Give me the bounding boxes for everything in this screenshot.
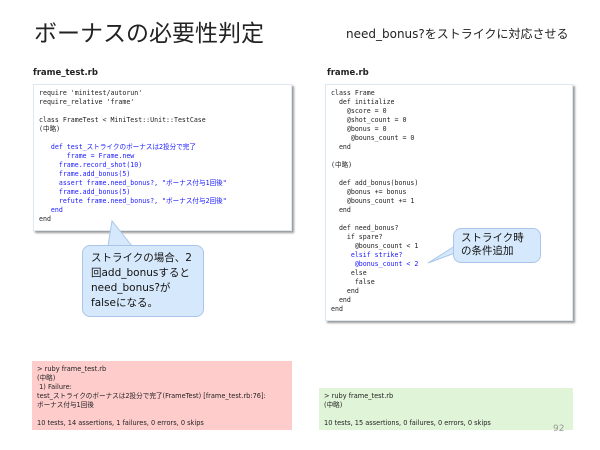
code-line: @bonus += bonus <box>331 188 407 196</box>
code-line: @score = 0 <box>331 107 387 115</box>
slide-title: ボーナスの必要性判定 <box>34 21 264 47</box>
failing-test-output: > ruby frame_test.rb(中略) 1) Failure:test… <box>32 361 292 430</box>
code-line: class FrameTest < MiniTest::Unit::TestCa… <box>39 116 206 124</box>
code-line: frame.record_shot(10) <box>39 161 143 169</box>
code-line: require 'minitest/autorun' <box>39 89 143 97</box>
code-line: end <box>331 143 351 151</box>
left-callout: ストライクの場合、2回add_bonusするとneed_bonus?がfalse… <box>82 245 204 317</box>
page-number: 92 <box>553 424 565 434</box>
code-line: false <box>331 278 375 286</box>
code-line: def test_ストライクのボーナスは2投分で完了 <box>39 143 196 151</box>
code-line: frame = Frame.new <box>39 152 135 160</box>
code-line: end <box>39 206 63 214</box>
code-line: def add_bonus(bonus) <box>331 179 419 187</box>
code-line: (中略) <box>39 125 61 133</box>
code-line: def need_bonus? <box>331 224 399 232</box>
code-line: @shot_count = 0 <box>331 116 407 124</box>
code-line: end <box>331 305 343 313</box>
left-filename: frame_test.rb <box>33 68 98 78</box>
code-line: else <box>331 269 367 277</box>
output-line: 10 tests, 15 assertions, 0 failures, 0 e… <box>324 419 491 427</box>
code-line: elsif strike? <box>331 251 403 259</box>
output-line: test_ストライクのボーナスは2投分で完了(FrameTest) [frame… <box>37 392 266 400</box>
code-line: end <box>331 287 359 295</box>
code-line: end <box>39 215 51 223</box>
code-line: end <box>331 296 351 304</box>
code-line: refute frame.need_bonus?, "ボーナス付与2回後" <box>39 197 227 205</box>
slide-subtitle: need_bonus?をストライクに対応させる <box>346 27 569 41</box>
frame-code-box: class Frame def initialize @score = 0 @s… <box>325 84 573 321</box>
code-line: if spare? <box>331 233 383 241</box>
output-line: 1) Failure: <box>37 383 72 391</box>
code-line: frame.add_bonus(5) <box>39 188 131 196</box>
output-line <box>324 410 568 419</box>
code-line: @bouns_count += 1 <box>331 197 415 205</box>
output-line: > ruby frame_test.rb <box>324 392 394 400</box>
test-code-box: require 'minitest/autorun'require_relati… <box>33 84 292 231</box>
output-line: ボーナス付与1回後 <box>37 401 94 409</box>
output-line: > ruby frame_test.rb <box>37 365 107 373</box>
right-filename: frame.rb <box>327 68 369 78</box>
output-line: (中略) <box>324 401 343 409</box>
output-line <box>37 410 287 419</box>
passing-test-output: > ruby frame_test.rb(中略) 10 tests, 15 as… <box>319 388 573 430</box>
test-code: require 'minitest/autorun'require_relati… <box>39 89 286 224</box>
frame-code: class Frame def initialize @score = 0 @s… <box>331 89 567 314</box>
code-line: @bouns_count = 0 <box>331 134 415 142</box>
code-line: assert frame.need_bonus?, "ボーナス付与1回後" <box>39 179 227 187</box>
output-line: 10 tests, 14 assertions, 1 failures, 0 e… <box>37 419 204 427</box>
output-line: (中略) <box>37 374 56 382</box>
code-line: class Frame <box>331 89 375 97</box>
code-line: @bonus = 0 <box>331 125 387 133</box>
code-line: require_relative 'frame' <box>39 98 135 106</box>
code-line: def initialize <box>331 98 395 106</box>
code-line: frame.add_bonus(5) <box>39 170 131 178</box>
code-line: (中略) <box>331 161 353 169</box>
code-line: end <box>331 206 351 214</box>
code-line: @bonus_count < 2 <box>331 260 419 268</box>
code-line: @bouns_count < 1 <box>331 242 419 250</box>
left-callout-tail <box>107 219 134 247</box>
right-callout: ストライク時の条件追加 <box>453 228 541 263</box>
right-callout-tail <box>427 245 456 264</box>
